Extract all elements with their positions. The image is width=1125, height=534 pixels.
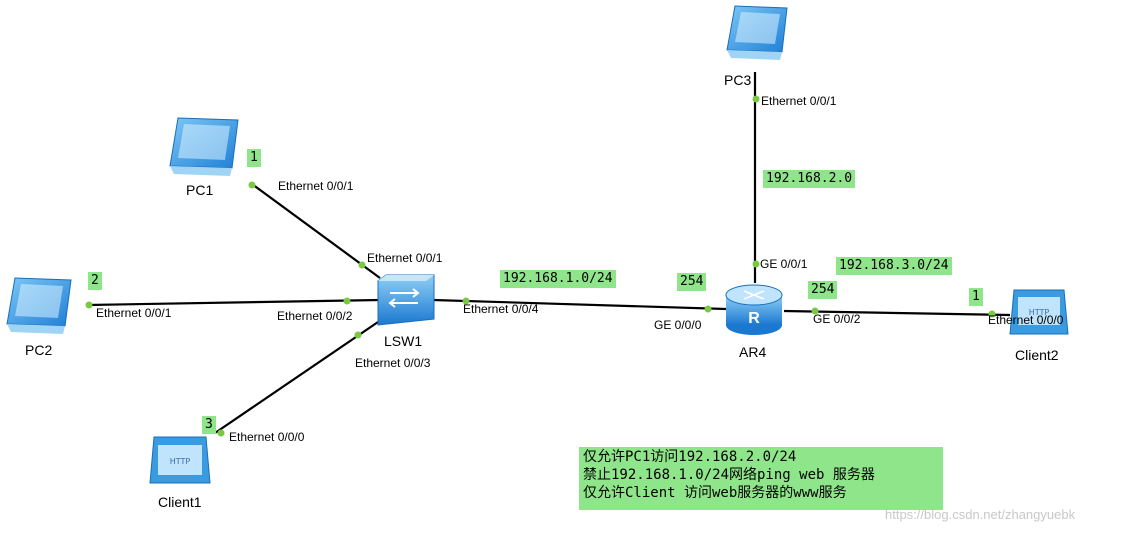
port-dot-lsw1-eth4 bbox=[462, 297, 470, 305]
port-dot-lsw1-eth3 bbox=[354, 331, 362, 339]
tag-ar4-g2: 254 bbox=[808, 281, 838, 299]
port-dot-lsw1-eth2 bbox=[343, 297, 351, 305]
port-label-lsw1-eth4: Ethernet 0/0/4 bbox=[463, 302, 539, 316]
port-label-client1: Ethernet 0/0/0 bbox=[229, 430, 305, 444]
port-dot-pc2 bbox=[85, 301, 93, 309]
note-line-2: 禁止192.168.1.0/24网络ping web 服务器 bbox=[583, 467, 875, 483]
client2-name: Client2 bbox=[1015, 347, 1059, 363]
port-dot-client1 bbox=[217, 429, 225, 437]
pc1-name: PC1 bbox=[186, 182, 214, 198]
port-label-ar4-ge000: GE 0/0/0 bbox=[654, 318, 702, 332]
router-icon[interactable]: R bbox=[725, 284, 783, 335]
port-dot-pc1 bbox=[248, 181, 256, 189]
requirements-note: 仅允许PC1访问192.168.2.0/24 禁止192.168.1.0/24网… bbox=[579, 447, 943, 510]
note-line-3: 仅允许Client 访问web服务器的www服务 bbox=[583, 485, 847, 501]
port-dot-client2 bbox=[988, 310, 996, 318]
port-label-lsw1-eth1: Ethernet 0/0/1 bbox=[367, 251, 443, 265]
pc2-icon[interactable] bbox=[6, 277, 72, 334]
port-dot-ar4-ge002 bbox=[811, 307, 819, 315]
client2-icon[interactable]: HTTP bbox=[1009, 289, 1069, 335]
port-label-pc2: Ethernet 0/0/1 bbox=[96, 306, 172, 320]
note-line-1: 仅允许PC1访问192.168.2.0/24 bbox=[583, 449, 797, 465]
port-dot-lsw1-eth1 bbox=[358, 261, 366, 269]
port-label-lsw1-eth3: Ethernet 0/0/3 bbox=[355, 356, 431, 370]
link-lsw1-ar4[interactable] bbox=[432, 298, 727, 311]
pc2-name: PC2 bbox=[25, 342, 53, 358]
tag-pc2-host: 2 bbox=[88, 272, 102, 290]
link-ar4-client2[interactable] bbox=[783, 309, 1011, 317]
watermark: https://blog.csdn.net/zhangyuebk bbox=[885, 507, 1076, 522]
port-label-client2: Ethernet 0/0/0 bbox=[988, 313, 1064, 327]
port-dot-ar4-ge001 bbox=[752, 260, 760, 268]
tag-client1-host: 3 bbox=[202, 416, 216, 434]
tag-net1: 192.168.1.0/24 bbox=[500, 270, 616, 288]
port-dots bbox=[85, 95, 996, 437]
client1-icon[interactable]: HTTP bbox=[149, 436, 211, 484]
port-label-ar4-ge002: GE 0/0/2 bbox=[813, 312, 861, 326]
client1-http-text: HTTP bbox=[170, 457, 191, 466]
link-pc2-lsw1[interactable] bbox=[87, 298, 381, 307]
client1-name: Client1 bbox=[158, 494, 202, 510]
pc3-name: PC3 bbox=[724, 72, 752, 88]
pc1-icon[interactable] bbox=[169, 117, 239, 176]
switch-icon[interactable] bbox=[377, 274, 435, 326]
port-dot-pc3 bbox=[752, 95, 760, 103]
tag-pc1-host: 1 bbox=[247, 149, 261, 167]
tag-ar4-g0: 254 bbox=[677, 273, 707, 291]
link-client1-lsw1[interactable] bbox=[214, 321, 379, 434]
router-r-text: R bbox=[748, 310, 760, 327]
tag-net2: 192.168.2.0 bbox=[763, 170, 856, 188]
port-label-lsw1-eth2: Ethernet 0/0/2 bbox=[277, 309, 353, 323]
link-pc1-lsw1[interactable] bbox=[251, 183, 381, 279]
port-label-pc1: Ethernet 0/0/1 bbox=[278, 179, 354, 193]
ar4-name: AR4 bbox=[739, 344, 767, 360]
port-label-pc3: Ethernet 0/0/1 bbox=[761, 94, 837, 108]
pc3-icon[interactable] bbox=[726, 5, 788, 60]
tag-client2-host: 1 bbox=[969, 288, 983, 306]
client2-http-text: HTTP bbox=[1029, 308, 1050, 317]
lsw1-name: LSW1 bbox=[384, 333, 423, 349]
port-dot-ar4-ge000 bbox=[704, 305, 712, 313]
tag-net3: 192.168.3.0/24 bbox=[836, 257, 952, 275]
port-label-ar4-ge001: GE 0/0/1 bbox=[760, 257, 808, 271]
links bbox=[87, 72, 1011, 434]
